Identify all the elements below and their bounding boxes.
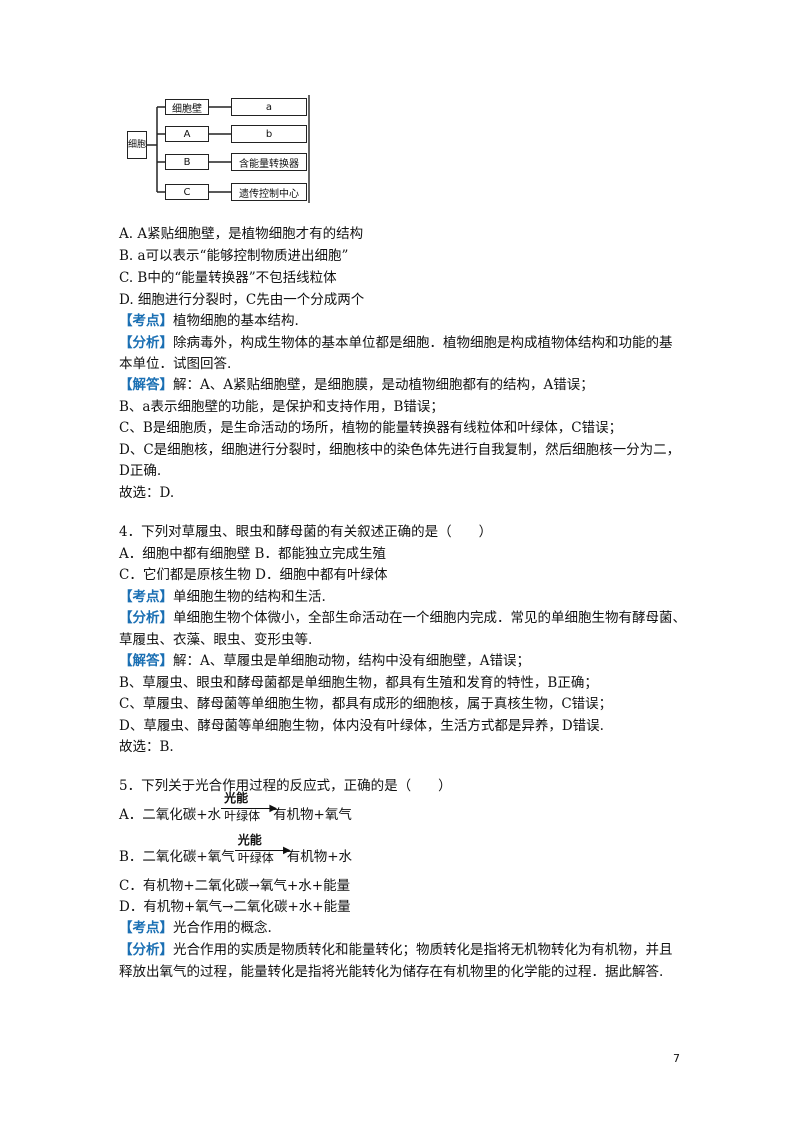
q4-options-ab: A．细胞中都有细胞壁 B．都能独立完成生殖 (119, 546, 386, 562)
kaodian-tag: 【考点】 (119, 313, 173, 329)
q3-jieda-line: D、C是细胞核，细胞进行分裂时，细胞核中的染色体先进行自我复制，然后细胞核一分为… (119, 442, 681, 458)
jieda-text: 解：A、A紧贴细胞壁，是细胞膜，是动植物细胞都有的结构，A错误； (173, 377, 594, 393)
q3-option-c: C. B中的“能量转换器”不包括线粒体 (119, 270, 337, 286)
diagram-right-box-3: 含能量转换器 (231, 153, 307, 171)
kaodian-tag: 【考点】 (119, 920, 173, 936)
q4-stem: 4．下列对草履虫、眼虫和酵母菌的有关叙述正确的是（ ） (119, 524, 493, 540)
fenxi-text: 除病毒外，构成生物体的基本单位都是细胞．植物细胞是构成植物体结构和功能的基 (173, 335, 673, 351)
fenxi-tag: 【分析】 (119, 335, 173, 351)
q3-jieda: 【解答】解：A、A紧贴细胞壁，是细胞膜，是动植物细胞都有的结构，A错误； (119, 375, 594, 395)
q5-option-b-left: B．二氧化碳+氧气 (119, 849, 235, 865)
q3-fenxi-cont: 本单位．试图回答. (119, 356, 232, 372)
page-number: 7 (673, 1052, 680, 1065)
kaodian-text: 植物细胞的基本结构. (173, 313, 299, 329)
q5-fenxi-cont: 释放出氧气的过程，能量转化是指将光能转化为储存在有机物里的化学能的过程．据此解答… (119, 964, 664, 980)
q5-stem: 5．下列关于光合作用过程的反应式，正确的是（ ） (119, 778, 452, 794)
kaodian-text: 光合作用的概念. (173, 920, 272, 936)
diagram-left-box-1: 细胞壁 (165, 99, 209, 115)
reaction-arrow: 光能 ▶ 叶绿体 (221, 791, 277, 823)
q4-jieda-line: D、草履虫、酵母菌等单细胞生物，体内没有叶绿体，生活方式都是异养，D错误. (119, 718, 604, 734)
diagram-left-box-3: B (165, 154, 209, 170)
cell-structure-diagram: 细胞 细胞壁 A B C a b 含能量转换器 遗传控制中心 (123, 95, 313, 205)
q4-answer: 故选：B. (119, 739, 174, 755)
kaodian-tag: 【考点】 (119, 589, 173, 605)
q3-kaodian: 【考点】植物细胞的基本结构. (119, 311, 299, 331)
q3-option-b: B. a可以表示“能够控制物质进出细胞” (119, 248, 349, 264)
arrow-condition-light: 光能 (237, 833, 262, 847)
q3-fenxi: 【分析】除病毒外，构成生物体的基本单位都是细胞．植物细胞是构成植物体结构和功能的… (119, 333, 673, 353)
fenxi-text: 光合作用的实质是物质转化和能量转化；物质转化是指将无机物转化为有机物，并且 (173, 942, 673, 958)
arrow-head-icon: ▶ (269, 803, 278, 814)
diagram-right-box-4: 遗传控制中心 (231, 183, 307, 201)
jieda-text: 解：A、草履虫是单细胞动物，结构中没有细胞壁，A错误； (173, 653, 530, 669)
diagram-connectors (145, 95, 310, 203)
q3-jieda-line: B、a表示细胞壁的功能，是保护和支持作用，B错误； (119, 399, 444, 415)
arrow-condition-chloroplast: 叶绿体 (237, 851, 274, 865)
q4-options-cd: C．它们都是原核生物 D．细胞中都有叶绿体 (119, 567, 388, 583)
jieda-tag: 【解答】 (119, 653, 173, 669)
q4-jieda-line: C、草履虫、酵母菌等单细胞生物，都具有成形的细胞核，属于真核生物，C错误； (119, 696, 613, 712)
arrow-condition-light: 光能 (224, 791, 249, 805)
arrow-head-icon: ▶ (283, 845, 291, 856)
diagram-right-box-2: b (231, 125, 307, 143)
arrow-line (234, 850, 287, 851)
q4-jieda-line: B、草履虫、眼虫和酵母菌都是单细胞生物，都具有生殖和发育的特性，B正确； (119, 675, 598, 691)
arrow-line (221, 808, 274, 809)
q5-option-a: A．二氧化碳+水光能 ▶ 叶绿体有机物+氧气 (119, 791, 352, 823)
q4-jieda: 【解答】解：A、草履虫是单细胞动物，结构中没有细胞壁，A错误； (119, 651, 530, 671)
kaodian-text: 单细胞生物的结构和生活. (173, 589, 326, 605)
q3-option-d: D. 细胞进行分裂时，C先由一个分成两个 (119, 292, 365, 308)
q5-option-d: D．有机物+氧气→二氧化碳+水+能量 (119, 899, 351, 915)
q5-kaodian: 【考点】光合作用的概念. (119, 918, 272, 938)
q4-kaodian: 【考点】单细胞生物的结构和生活. (119, 587, 326, 607)
q4-fenxi: 【分析】单细胞生物个体微小，全部生命活动在一个细胞内完成．常见的单细胞生物有酵母… (119, 608, 686, 628)
q3-answer: 故选：D. (119, 485, 175, 501)
q3-jieda-line: C、B是细胞质，是生命活动的场所，植物的能量转换器有线粒体和叶绿体，C错误； (119, 420, 623, 436)
q5-option-a-right: 有机物+氧气 (273, 807, 352, 823)
fenxi-tag: 【分析】 (119, 610, 173, 626)
diagram-left-box-2: A (165, 126, 209, 142)
jieda-tag: 【解答】 (119, 377, 173, 393)
q5-option-b: B．二氧化碳+氧气光能 ▶ 叶绿体有机物+水 (119, 833, 353, 865)
q5-option-a-left: A．二氧化碳+水 (119, 807, 222, 823)
diagram-left-box-4: C (165, 184, 209, 200)
q3-option-a: A. A紧贴细胞壁，是植物细胞才有的结构 (119, 226, 364, 242)
q4-fenxi-cont: 草履虫、衣藻、眼虫、变形虫等. (119, 632, 313, 648)
q5-fenxi: 【分析】光合作用的实质是物质转化和能量转化；物质转化是指将无机物转化为有机物，并… (119, 940, 673, 960)
reaction-arrow: 光能 ▶ 叶绿体 (234, 833, 291, 865)
fenxi-tag: 【分析】 (119, 942, 173, 958)
q5-option-c: C．有机物+二氧化碳→氧气+水+能量 (119, 878, 351, 894)
fenxi-text: 单细胞生物个体微小，全部生命活动在一个细胞内完成．常见的单细胞生物有酵母菌、 (173, 610, 686, 626)
q5-option-b-right: 有机物+水 (286, 849, 353, 865)
diagram-root-box: 细胞 (127, 131, 147, 159)
diagram-right-box-1: a (231, 98, 307, 116)
arrow-condition-chloroplast: 叶绿体 (224, 809, 261, 823)
q3-jieda-line: D正确. (119, 463, 162, 479)
